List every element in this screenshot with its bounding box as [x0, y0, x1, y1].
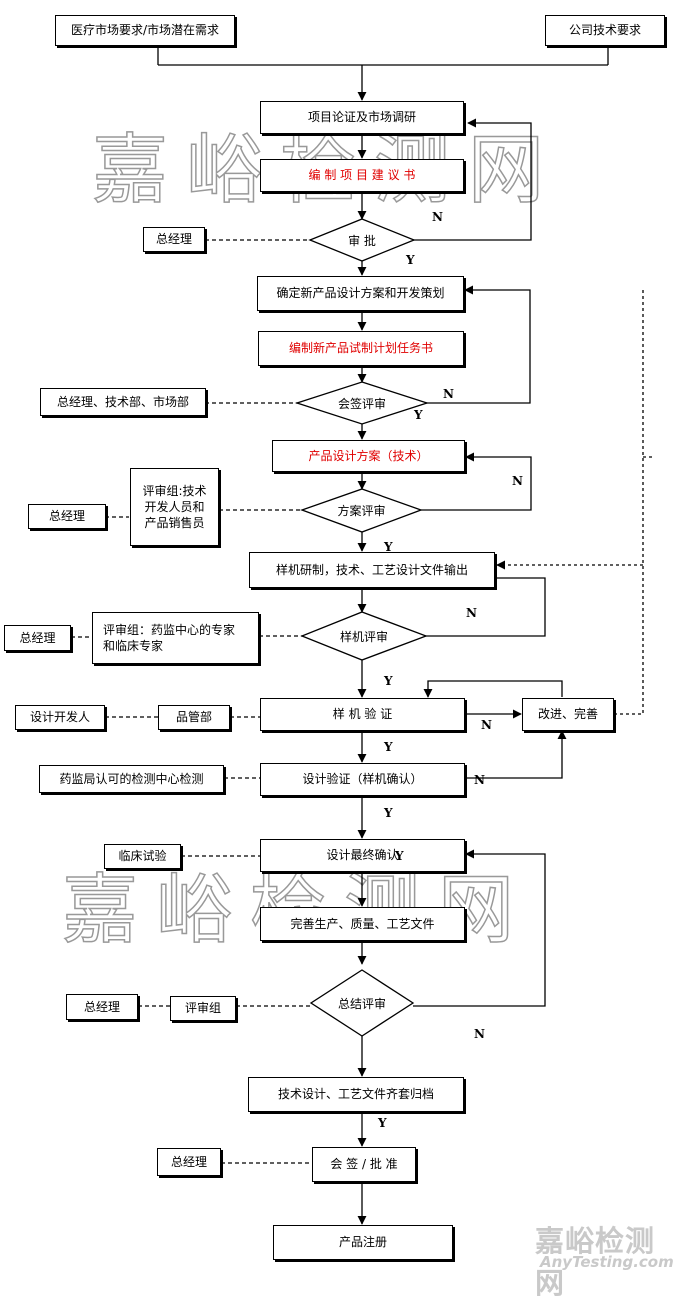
- no-mark-7: N: [474, 1027, 485, 1041]
- side-review-panel-1: 评审组:技术 开发人员和 产品销售员: [130, 468, 219, 546]
- side-gm-4: 总经理: [4, 625, 71, 651]
- step-improve: 改进、完善: [522, 698, 614, 731]
- step-project-research: 项目论证及市场调研: [260, 101, 464, 134]
- yes-mark-1: Y: [406, 253, 415, 267]
- step-design-verify: 设计验证（样机确认）: [260, 763, 465, 796]
- step-product-registration: 产品注册: [273, 1225, 453, 1260]
- yes-mark-6: Y: [384, 806, 393, 820]
- panel1-line-3: 产品销售员: [144, 516, 205, 531]
- decision-plan-review-shape: [300, 488, 423, 533]
- no-mark-6: N: [474, 773, 485, 787]
- market-demand-box: 医疗市场要求/市场潜在需求: [55, 15, 235, 46]
- yes-mark-8: Y: [378, 1116, 387, 1130]
- yes-mark-7: Y: [395, 849, 404, 863]
- step-sign-approve: 会 签 / 批 准: [312, 1147, 416, 1182]
- side-review-panel-2: 评审组：药监中心的专家 和临床专家: [92, 612, 259, 664]
- step-docs-complete: 完善生产、质量、工艺文件: [260, 907, 465, 941]
- side-designer: 设计开发人: [15, 705, 105, 730]
- step-product-design: 产品设计方案（技术）: [272, 440, 465, 472]
- panel1-line-2: 开发人员和: [144, 499, 205, 514]
- side-gm-tech-market: 总经理、技术部、市场部: [40, 388, 206, 416]
- step-archive: 技术设计、工艺文件齐套归档: [248, 1077, 464, 1112]
- no-mark-1: N: [432, 210, 443, 224]
- step-prototype-verify: 样 机 验 证: [260, 698, 465, 731]
- side-qa-dept: 品管部: [158, 705, 230, 730]
- panel1-line-1: 评审组:技术: [142, 483, 207, 498]
- panel2-line-1: 评审组：药监中心的专家: [103, 622, 236, 637]
- decision-joint-review-shape: [294, 381, 430, 425]
- yes-mark-4: Y: [384, 674, 393, 688]
- side-gm-1: 总经理: [143, 227, 205, 252]
- yes-mark-3: Y: [384, 540, 393, 554]
- step-trial-plan: 编制新产品试制计划任务书: [258, 331, 464, 366]
- side-gm-6: 总经理: [157, 1148, 221, 1176]
- step-project-proposal: 编 制 项 目 建 议 书: [260, 159, 464, 192]
- no-mark-5: N: [481, 718, 492, 732]
- decision-summary-review-shape2: [309, 969, 415, 1037]
- no-mark-2: N: [443, 387, 454, 401]
- no-mark-3: N: [512, 474, 523, 488]
- decision-prototype-review-shape: [300, 611, 428, 661]
- side-clinical-trial: 临床试验: [104, 844, 181, 869]
- decision-approval-shape: [308, 218, 416, 262]
- side-gm-5: 总经理: [66, 994, 138, 1020]
- step-prototype-dev: 样机研制，技术、工艺设计文件输出: [249, 552, 495, 588]
- side-gm-3: 总经理: [28, 504, 106, 529]
- step-design-plan: 确定新产品设计方案和开发策划: [257, 276, 464, 311]
- side-review-panel-3: 评审组: [170, 996, 236, 1021]
- step-final-confirm: 设计最终确认: [260, 839, 465, 872]
- yes-mark-5: Y: [384, 740, 393, 754]
- site-logo-cn: 嘉峪检测网: [535, 1224, 656, 1300]
- yes-mark-2: Y: [414, 408, 423, 422]
- panel2-line-2: 和临床专家: [103, 639, 164, 653]
- side-testing-center: 药监局认可的检测中心检测: [39, 765, 224, 793]
- site-logo-en: AnyTesting.com: [540, 1253, 674, 1271]
- no-mark-4: N: [466, 606, 477, 620]
- company-tech-box: 公司技术要求: [545, 15, 665, 46]
